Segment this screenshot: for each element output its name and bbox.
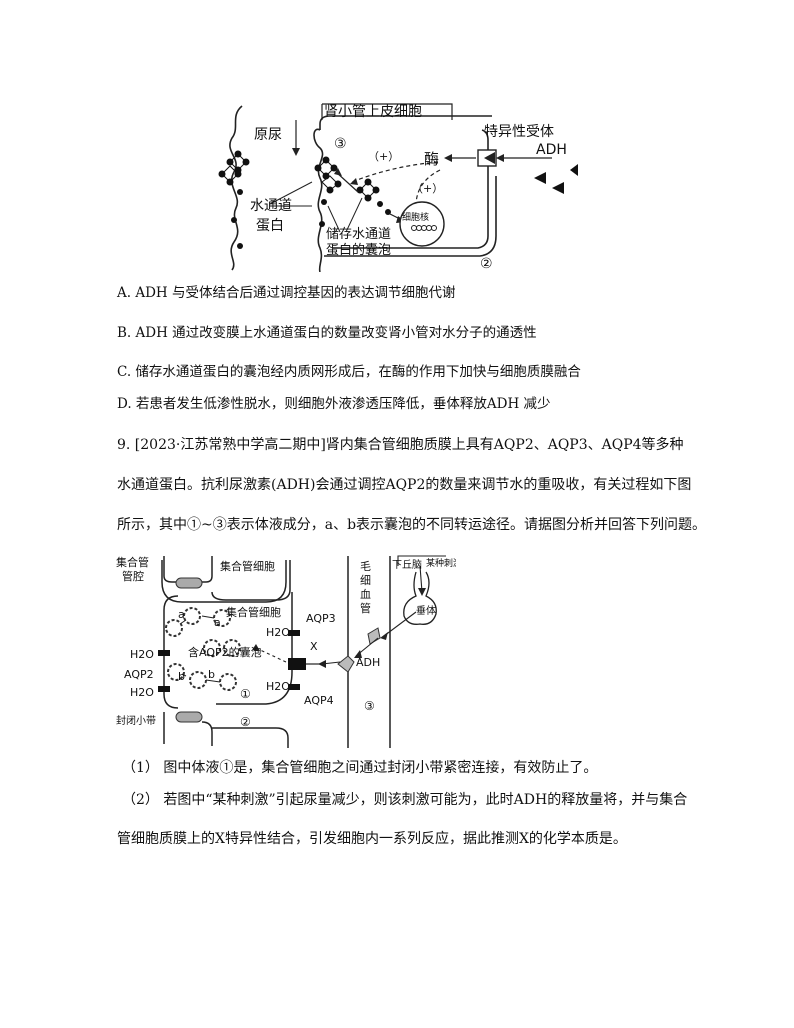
fig2-capillary-2: 细 — [360, 574, 371, 587]
fig2-label-b2: b — [208, 668, 215, 681]
option-b: B. ADH 通过改变膜上水通道蛋白的数量改变肾小管对水分子的通透性 — [117, 325, 537, 341]
nucleus-icon — [399, 201, 445, 247]
option-c: C. 储存水通道蛋白的囊泡经内质网形成后，在酶的作用下加快与细胞质膜融合 — [117, 364, 581, 380]
aqp2-vesicle-icon — [165, 607, 241, 691]
figure-adh-kidney-tubule: 肾小管上皮细胞 原尿 ③ ② 特异性受体 ADH 酶 （+） （+） 水通道 蛋… — [212, 96, 592, 272]
fig2-x: X — [310, 640, 318, 653]
fig1-adh: ADH — [536, 142, 567, 158]
fig2-h2o-d: H2O — [266, 680, 290, 693]
question9-line3: 所示，其中①~③表示体液成分，a、b表示囊泡的不同转运途径。请据图分析并回答下列… — [117, 517, 707, 533]
figure-aqp2-collecting-duct: 集合管 管腔 集合管细胞 集合管细胞 AQP3 AQP2 AQP4 H2O H2… — [116, 552, 456, 748]
fig2-adh: ADH — [356, 656, 380, 669]
fig2-circle3: ③ — [364, 699, 375, 713]
fig2-aqp2: AQP2 — [124, 668, 154, 681]
fig2-h2o-b: H2O — [130, 686, 154, 699]
fig2-stimulus: 某种刺激 — [426, 557, 456, 569]
fig2-label-a1: a — [178, 608, 185, 621]
option-d: D. 若患者发生低渗性脱水，则细胞外液渗透压降低，垂体释放ADH 减少 — [117, 396, 551, 412]
fig1-title: 肾小管上皮细胞 — [324, 104, 422, 120]
adh-molecule-icon — [337, 655, 355, 673]
fig2-cell-mid: 集合管细胞 — [226, 605, 281, 619]
fig2-cell-top: 集合管细胞 — [220, 559, 275, 573]
membrane-left — [229, 105, 243, 271]
fig2-aqp4: AQP4 — [304, 694, 334, 707]
question9-line1: 9. [2023·江苏常熟中学高二期中]肾内集合管细胞质膜上具有AQP2、AQP… — [117, 437, 684, 453]
fig2-hypothalamus: 下丘脑 — [392, 558, 422, 571]
subquestion-2-line1: （2） 若图中“某种刺激”引起尿量减少，则该刺激可能为，此时ADH的释放量将，并… — [122, 792, 688, 808]
fig2-circle2: ② — [240, 715, 251, 729]
fig2-circle1: ① — [240, 687, 251, 701]
fig2-lumen-l1: 集合管 — [116, 555, 149, 569]
fig1-plus1: （+） — [368, 150, 399, 163]
fig1-vesicle-l1: 储存水通道 — [326, 227, 391, 242]
fig1-yuanniao: 原尿 — [254, 127, 282, 143]
fig1-water-channel-l2: 蛋白 — [256, 218, 284, 234]
fig1-enzyme: 酶 — [424, 150, 439, 168]
fig2-capillary-1: 毛 — [360, 560, 371, 573]
fig2-pituitary: 垂体 — [416, 605, 436, 617]
adh-triangle-icon — [570, 164, 578, 176]
fig1-water-channel-l1: 水通道 — [250, 198, 292, 214]
fig1-nucleus: 细胞核 — [402, 211, 429, 223]
adh-triangle-icon — [534, 172, 546, 184]
option-a: A. ADH 与受体结合后通过调控基因的表达调节细胞代谢 — [117, 285, 456, 301]
water-channel-cluster-left — [218, 150, 250, 186]
cell-outline-bottom — [324, 176, 497, 257]
adh-triangle-icon — [552, 182, 564, 194]
fig2-lumen-l2: 管腔 — [122, 569, 144, 583]
fig2-h2o-a: H2O — [130, 648, 154, 661]
water-channel-cluster-cell — [314, 156, 342, 194]
receptor-adh-icon — [484, 152, 495, 164]
pituitary-icon — [403, 571, 437, 625]
fig1-plus2: （+） — [412, 182, 443, 195]
receptor-x-icon — [288, 658, 306, 670]
tight-junction-bottom — [175, 711, 203, 723]
vesicle-cluster — [356, 178, 380, 202]
fig2-label-a2: a — [214, 616, 221, 629]
fig2-label-b1: b — [178, 670, 185, 683]
subquestion-1: （1） 图中体液①是，集合管细胞之间通过封闭小带紧密连接，有效防止了。 — [122, 760, 598, 776]
fig2-aqp3: AQP3 — [306, 612, 336, 625]
fig2-vesicle: 含AQP2的囊泡 — [188, 645, 262, 659]
fig2-tight-junction: 封闭小带 — [116, 714, 156, 727]
fig1-receptor: 特异性受体 — [484, 124, 554, 140]
fig2-h2o-c: H2O — [266, 626, 290, 639]
fig2-capillary-3: 血 — [360, 587, 371, 601]
question9-line2: 水通道蛋白。抗利尿激素(ADH)会通过调控AQP2的数量来调节水的重吸收，有关过… — [117, 477, 692, 493]
tight-junction-top — [175, 577, 203, 589]
fig1-vesicle-l2: 蛋白的囊泡 — [326, 242, 391, 258]
fig1-circle2: ② — [480, 256, 493, 272]
fig1-circle3: ③ — [334, 136, 347, 152]
fig2-capillary-4: 管 — [360, 601, 371, 615]
cell-outline-right — [332, 129, 489, 249]
membrane-cell-left — [313, 128, 324, 272]
subquestion-2-line2: 管细胞质膜上的X特异性结合，引发细胞内一系列反应，据此推测X的化学本质是。 — [117, 831, 627, 847]
